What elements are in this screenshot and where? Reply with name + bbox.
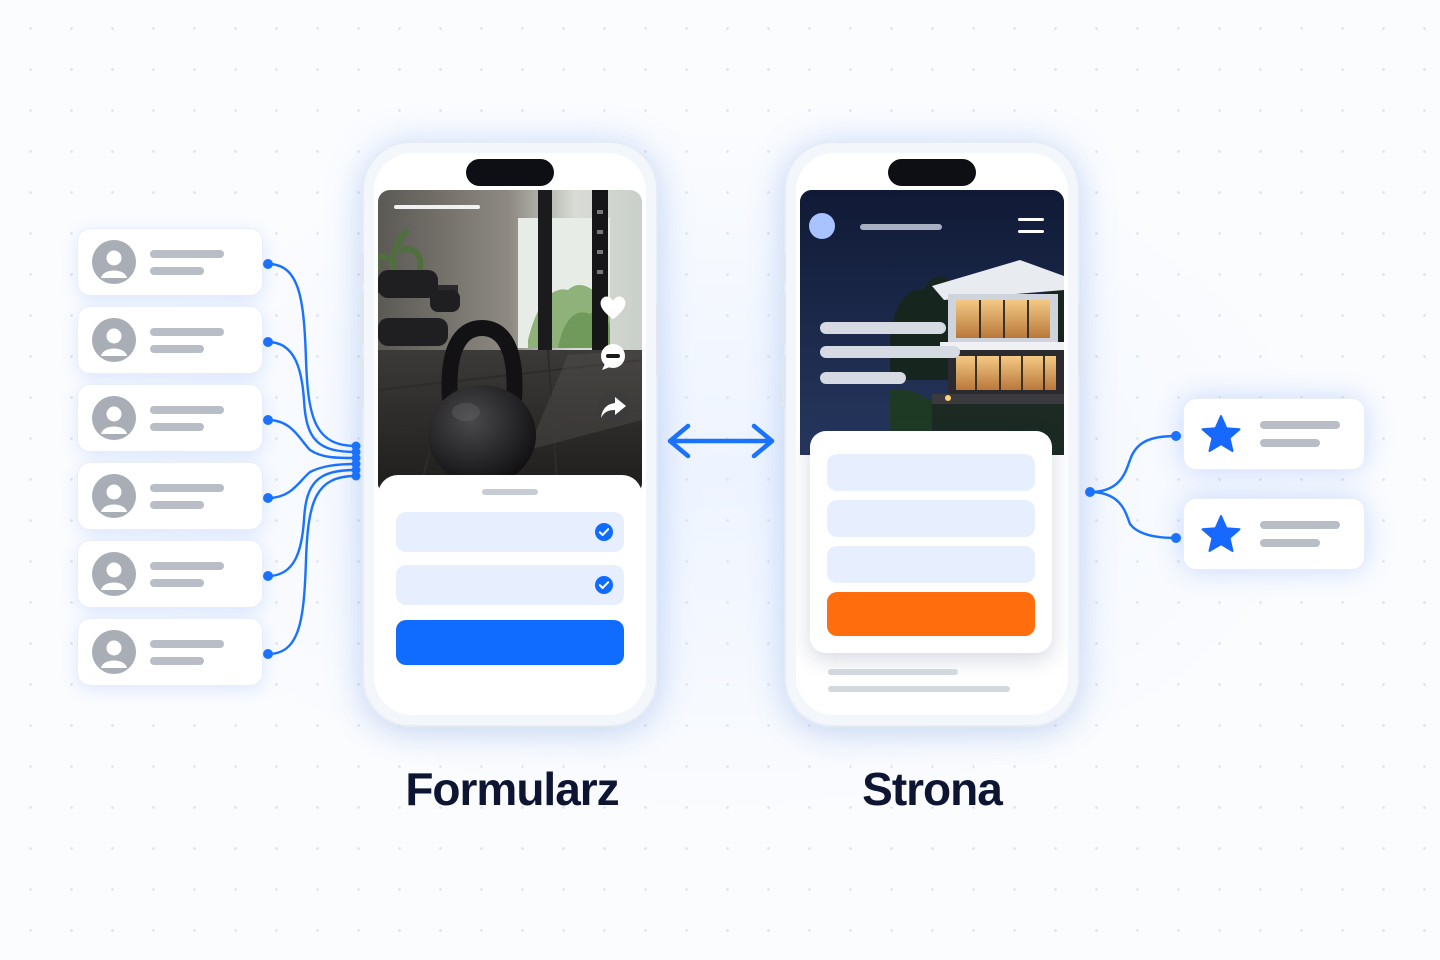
lead-field-2[interactable] [827, 500, 1035, 537]
cta-button[interactable] [827, 592, 1035, 636]
user-card[interactable] [78, 541, 262, 607]
detail-placeholder-line [150, 423, 204, 431]
detail-placeholder-line [150, 267, 204, 275]
user-card[interactable] [78, 619, 262, 685]
user-avatar-icon [92, 474, 136, 518]
form-field-2[interactable] [396, 565, 624, 605]
review-placeholder-line [1260, 521, 1340, 529]
user-card[interactable] [78, 307, 262, 373]
phone-notch [466, 159, 554, 186]
user-avatar-icon [92, 396, 136, 440]
lead-field-3[interactable] [827, 546, 1035, 583]
phone-notch [888, 159, 976, 186]
name-placeholder-line [150, 250, 224, 258]
review-placeholder-line [1260, 421, 1340, 429]
rating-card[interactable] [1184, 499, 1364, 569]
comment-icon[interactable] [596, 340, 630, 374]
page-phone-screen [796, 153, 1068, 715]
name-placeholder-line [150, 406, 224, 414]
user-card[interactable] [78, 229, 262, 295]
form-sheet [378, 475, 642, 708]
user-card[interactable] [78, 463, 262, 529]
form-field-1[interactable] [396, 512, 624, 552]
connector-user-5 [266, 468, 358, 578]
form-caption: Formularz [405, 763, 619, 815]
connector-user-2 [266, 340, 358, 454]
name-placeholder-line [150, 484, 224, 492]
connector-user-6 [266, 474, 358, 656]
detail-placeholder-line [150, 579, 204, 587]
form-phone-screen [374, 153, 646, 715]
user-avatar-icon [92, 552, 136, 596]
bidirectional-arrow-icon [667, 423, 775, 459]
detail-placeholder-line [150, 345, 204, 353]
detail-placeholder-line [150, 501, 204, 509]
user-card[interactable] [78, 385, 262, 451]
heart-icon[interactable] [596, 290, 630, 324]
house-hero-image [800, 190, 1064, 455]
check-circle-icon [595, 576, 613, 594]
user-avatar-icon [92, 630, 136, 674]
lead-form-card [810, 431, 1052, 653]
detail-placeholder-line [150, 657, 204, 665]
sheet-handle[interactable] [482, 489, 538, 495]
lead-field-1[interactable] [827, 454, 1035, 491]
connector-rating-1 [1088, 434, 1178, 494]
star-icon [1201, 515, 1241, 552]
review-placeholder-line [1260, 439, 1320, 447]
rating-card[interactable] [1184, 399, 1364, 469]
name-placeholder-line [150, 640, 224, 648]
user-avatar-icon [92, 318, 136, 362]
hamburger-menu-icon[interactable] [1014, 212, 1048, 240]
name-placeholder-line [150, 328, 224, 336]
connector-rating-2 [1088, 490, 1178, 540]
check-circle-icon [595, 523, 613, 541]
connector-user-3 [266, 418, 358, 460]
page-caption: Strona [862, 763, 1003, 815]
form-phone [360, 143, 660, 725]
review-placeholder-line [1260, 539, 1320, 547]
form-submit-button[interactable] [396, 620, 624, 665]
gym-video-media[interactable] [378, 190, 642, 495]
share-icon[interactable] [596, 390, 630, 424]
user-avatar-icon [92, 240, 136, 284]
page-phone [782, 143, 1082, 725]
connector-user-4 [266, 462, 358, 500]
footer-line [828, 686, 1010, 692]
footer-line [828, 669, 958, 675]
connector-user-1 [266, 262, 358, 448]
star-icon [1201, 415, 1241, 452]
name-placeholder-line [150, 562, 224, 570]
